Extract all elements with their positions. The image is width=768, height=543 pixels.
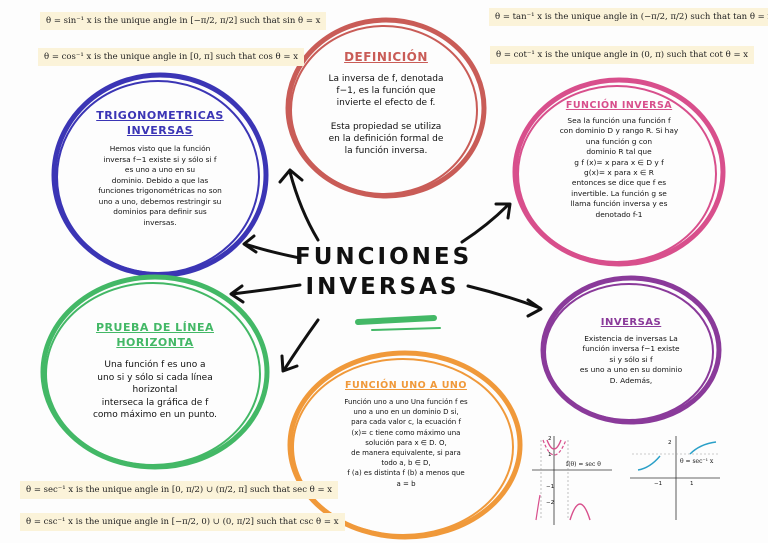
graph-sec-tick-1: 1 [548,452,552,458]
arrows [229,168,543,373]
arrow-to-trigonometricas [243,242,302,260]
bubble-prueba: PRUEBA DE LÍNEA HORIZONTA Una función f … [66,320,244,422]
bubble-funcion-inversa: FUNCIÓN INVERSA Sea la función una funci… [540,100,698,220]
trigonometricas-body: Hemos visto que la función inversa f−1 e… [98,144,222,227]
arrow-to-prueba [230,283,302,296]
arrow-to-definicion [288,170,320,242]
trigonometricas-title: TRIGONOMETRICAS INVERSAS [96,109,224,137]
graph-sec-label: f(θ) = sec θ [566,461,601,468]
formula-arccos: θ = cos⁻¹ x is the unique angle in [0, π… [38,48,304,66]
formula-arctan: θ = tan⁻¹ x is the unique angle in (−π/2… [489,8,768,26]
funcion-inversa-title: FUNCIÓN INVERSA [565,100,673,111]
inversas-body: Existencia de inversas La función invers… [579,334,683,385]
arrow-to-inversas [466,284,542,310]
graph-arcsec-tick-neg1: −1 [654,481,663,487]
bubble-inversas: INVERSAS Existencia de inversas La funci… [566,317,696,386]
prueba-body: Una función f es uno a uno si y sólo si … [92,360,218,420]
bubble-inversas-outline [540,275,722,425]
bubble-definicion-outline [285,17,487,199]
center-underline [355,315,441,331]
bubble-definicion: DEFINICIÓN La inversa de f, denotada f−1… [308,50,464,157]
uno-a-uno-body: Función uno a uno Una función f es uno a… [344,398,468,488]
graph-arcsec-tick-1: 1 [690,481,694,487]
arrow-to-funcion-inversa [460,203,510,244]
formula-arccsc: θ = csc⁻¹ x is the unique angle in [−π/2… [20,513,345,531]
definicion-title: DEFINICIÓN [344,50,428,64]
graph-sec-tick-neg1: −1 [546,484,555,490]
bubble-funcion-inversa-outline [512,77,726,267]
graph-sec-tick-2: 2 [548,436,552,442]
graph-sec-tick-neg2: −2 [546,500,555,506]
bubble-uno-a-uno: FUNCIÓN UNO A UNO Función uno a uno Una … [326,380,486,489]
prueba-title: PRUEBA DE LÍNEA HORIZONTA [95,321,214,349]
graph-arcsec-tick-2: 2 [668,440,672,446]
bubble-uno-a-uno-outline [287,350,523,540]
graph-arcsec-label: θ = sec⁻¹ x [680,458,714,465]
inversas-title: INVERSAS [600,317,662,328]
bubble-trigonometricas: TRIGONOMETRICAS INVERSAS Hemos visto que… [78,108,242,228]
funcion-inversa-body: Sea la función una función f con dominio… [559,116,679,219]
arrow-to-uno-a-uno [282,318,320,372]
formula-arcsec: θ = sec⁻¹ x is the unique angle in [0, π… [20,481,339,499]
graph-sec [532,436,612,525]
formula-arcsin: θ = sin⁻¹ x is the unique angle in [−π/2… [40,12,327,30]
center-title: FUNCIONES INVERSAS [295,244,473,300]
formula-arccot: θ = cot⁻¹ x is the unique angle in (0, π… [490,46,755,64]
definicion-body: La inversa de f, denotada f−1, es la fun… [328,74,444,156]
bubble-prueba-outline [40,274,270,470]
uno-a-uno-title: FUNCIÓN UNO A UNO [345,380,467,391]
graph-arcsec [630,436,720,520]
